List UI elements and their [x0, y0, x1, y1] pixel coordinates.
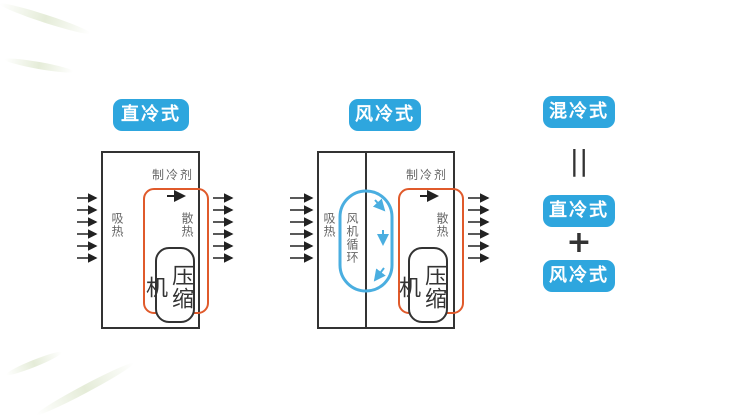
direct-refrigerant-label: 制冷剂 [152, 168, 195, 182]
hybrid-badge: 混冷式 [543, 96, 615, 128]
plus-symbol: + [566, 225, 592, 260]
direct-dissipate-heat-label: 散热 [180, 212, 194, 238]
hybrid-term1-badge: 直冷式 [543, 195, 615, 227]
hybrid-term2-badge: 风冷式 [543, 260, 615, 292]
fan-flow-arrow-3 [373, 267, 386, 282]
fan-flow-arrow-1 [372, 198, 386, 212]
direct-compressor: 压缩机 [142, 247, 195, 323]
air-refrigerant-label: 制冷剂 [406, 168, 449, 182]
air-inflow-arrows [290, 193, 314, 263]
direct-outflow-arrows [213, 193, 234, 263]
air-cabinet-box [317, 151, 455, 329]
air-dissipate-heat-label: 散热 [435, 212, 449, 238]
direct-absorb-heat-label: 吸热 [110, 212, 124, 238]
direct-inflow-arrows [77, 193, 98, 263]
air-cooling-badge: 风冷式 [349, 99, 421, 131]
fan-cycle-label: 风机循环 [345, 212, 359, 264]
air-outflow-arrows [468, 193, 490, 263]
direct-cooling-badge: 直冷式 [113, 99, 189, 131]
air-compressor: 压缩机 [395, 247, 448, 323]
air-cooling-diagram [290, 151, 490, 329]
direct-cabinet-box [101, 151, 200, 329]
equals-symbol: || [569, 144, 589, 177]
air-absorb-heat-label: 吸热 [322, 212, 336, 238]
air-fan-loop [338, 189, 394, 293]
